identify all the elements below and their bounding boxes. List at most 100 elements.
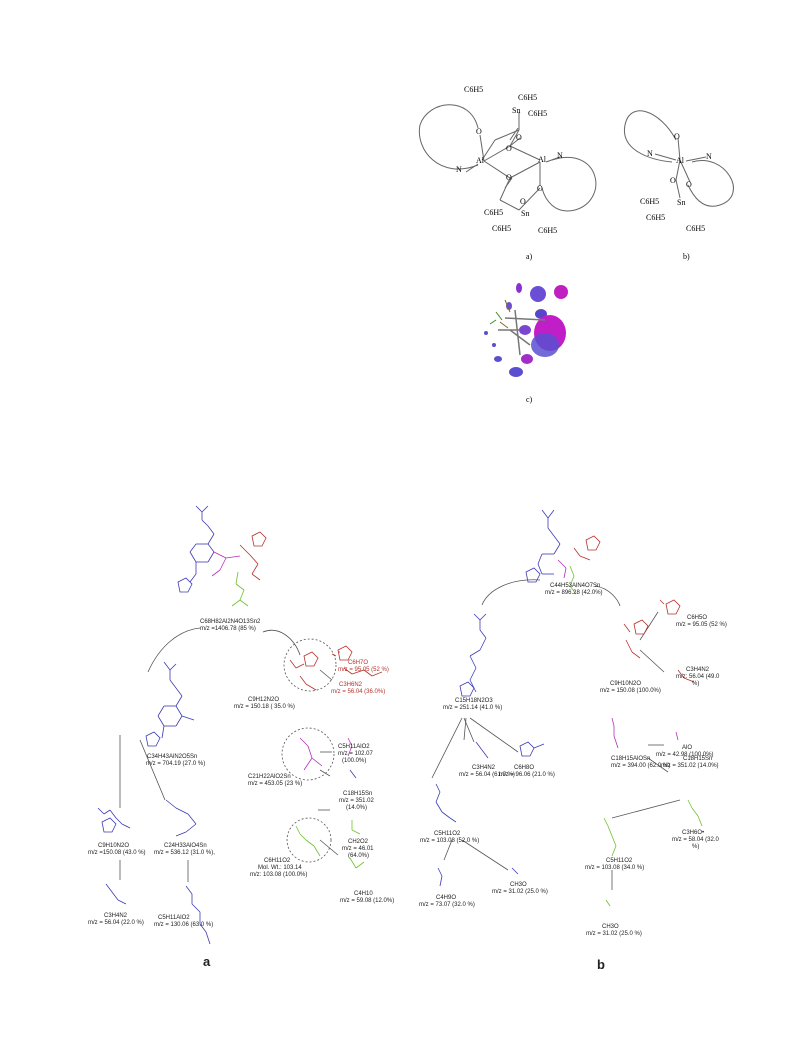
- fragment-mz: m/z = 103.08 (52.0 %): [420, 838, 480, 844]
- fragment-formula: AlO: [682, 745, 693, 751]
- phenyl-label: C6H5: [528, 109, 548, 118]
- oxygen-atom: O: [476, 127, 482, 136]
- fragment-formula: C6H8O: [514, 765, 535, 771]
- scheme-caption-b: b: [597, 957, 605, 972]
- fragment-formula: C4H9O: [436, 895, 457, 901]
- oxygen-atom: O: [686, 180, 692, 189]
- fragment-formula: C5H11O2: [606, 858, 633, 864]
- fragment-formula: CH3O: [510, 882, 527, 888]
- tin-atom: Sn: [677, 198, 686, 207]
- aluminium-atom: Al: [676, 156, 684, 165]
- fragment-formula: C34H43AlN2O5Sn: [147, 754, 198, 760]
- fragment-mz: m/z =150.08 (43.0 %): [88, 850, 146, 856]
- parent-mz: m/z = 896.28 (42.0%): [545, 590, 603, 596]
- fragment-mz: m/z = 56.04 (22.0 %): [88, 920, 144, 926]
- phenyl-label: C6H5: [484, 208, 504, 217]
- fragment-mz: m/z = 704.19 (27.0 %): [146, 761, 206, 767]
- phenyl-label: C6H5: [686, 224, 706, 233]
- phenyl-label: C6H5: [646, 213, 666, 222]
- fragment-mz: m/z = 102.07: [338, 751, 373, 757]
- fragment-pct: %): [692, 844, 700, 850]
- tin-atom: Sn: [521, 209, 530, 218]
- parent-formula: C68H82Al2N4O13Sn2: [200, 619, 261, 625]
- tin-atom: Sn: [512, 106, 521, 115]
- fragment-formula: C6H5O: [687, 615, 708, 621]
- fragment-formula: C5H11AlO2: [158, 915, 190, 921]
- nitrogen-atom: N: [706, 152, 712, 161]
- fragment-formula: C21H22AlO2Sn: [248, 774, 291, 780]
- fragment-formula: C3H6N2: [339, 682, 363, 688]
- fragment-mz: m/z = 536.12 (31.0 %),: [154, 850, 215, 856]
- fragment-mz: m/z = 95.05 (52 %): [676, 622, 727, 628]
- phenyl-label: C6H5: [492, 224, 512, 233]
- oxygen-atom: O: [506, 144, 512, 153]
- fragment-mz: m/z = 46.01: [342, 846, 374, 852]
- fragment-formula: C3H4N2: [686, 667, 710, 673]
- fragment-mz: m/z = 453.05 (23 %): [248, 781, 303, 787]
- oxygen-atom: O: [674, 132, 680, 141]
- fragment-mz: m/z: 56.04 (49.0: [676, 674, 720, 680]
- subfigure-label-b: b): [683, 252, 690, 261]
- fragment-mz: m/z = 58.04 (32.0: [672, 837, 719, 843]
- fragment-mz: m/z = 150.18 ( 35.0 %): [234, 704, 295, 710]
- fragment-pct: %): [692, 681, 700, 687]
- aluminium-atom: Al: [538, 155, 546, 164]
- fragment-formula: CH2O2: [348, 839, 369, 845]
- fragment-mz: m/z = 251.14 (41.0 %): [443, 705, 503, 711]
- fragment-mz: m/z = 150.08 (100.0%): [600, 688, 661, 694]
- fragment-mz: m/z = 394.00 (62.0 %): [611, 763, 671, 769]
- fragment-formula: C3H4N2: [104, 913, 128, 919]
- phenyl-label: C6H5: [640, 197, 660, 206]
- fragment-mw: Mol. Wt.: 103.14: [258, 865, 302, 871]
- fragment-mz: m/z = 95.05 (52 %): [338, 667, 389, 673]
- oxygen-atom: O: [516, 133, 522, 142]
- oxygen-atom: O: [537, 184, 543, 193]
- fragment-mz: m/z = 56.04 (36.0%): [331, 689, 386, 695]
- parent-formula: C44H53AlN4O7Sn: [550, 583, 601, 589]
- phenyl-label: C6H5: [538, 226, 558, 235]
- fragment-formula: C9H12N2O: [248, 697, 280, 703]
- phenyl-label: C6H5: [464, 85, 484, 94]
- parent-mz: m/z =1406.78 (85 %): [200, 626, 256, 632]
- fragment-formula: CH3O: [602, 924, 619, 930]
- oxygen-atom: O: [506, 173, 512, 182]
- fragment-formula: C9H10N2O: [610, 681, 642, 687]
- fragment-pct: (100.0%): [342, 758, 367, 764]
- fragment-mz: m/z = 96.06 (21.0 %): [499, 772, 555, 778]
- fragment-mz: m/z: 103.08 (100.0%): [250, 872, 308, 878]
- fragment-pct: (64.0%): [348, 853, 370, 859]
- scheme-caption-a: a: [203, 954, 211, 969]
- fragment-formula: C18H15AlOSn: [611, 756, 651, 762]
- fragment-mz: m/z = 73.07 (32.0 %): [419, 902, 475, 908]
- fragment-mz: m/z = 42.98 (100.0%): [656, 752, 714, 758]
- fragment-mz: m/z = 351.02 (14.0%): [661, 763, 719, 769]
- fragment-mz: m/z = 56.04 (61.0 %): [459, 772, 515, 778]
- fragment-mz: m/z = 130.06 (63.0 %): [154, 922, 214, 928]
- fragment-formula: C6H7O: [348, 660, 369, 666]
- nitrogen-atom: N: [456, 165, 462, 174]
- fragment-formula: C9H10N2O: [98, 843, 130, 849]
- fragment-formula: C6H11O2: [264, 858, 291, 864]
- subfigure-label-a: a): [526, 252, 533, 261]
- fragment-mz: m/z = 31.02 (25.0 %): [586, 931, 642, 937]
- fragment-mz: m/z = 351.02: [339, 798, 374, 804]
- subfigure-label-c: c): [526, 395, 533, 404]
- oxygen-atom: O: [670, 176, 676, 185]
- nitrogen-atom: N: [647, 149, 653, 158]
- fragment-mz: m/z = 103.08 (34.0 %): [585, 865, 645, 871]
- fragment-formula: C15H18N2O3: [455, 698, 493, 704]
- fragment-formula: C24H33AlO4Sn: [164, 843, 207, 849]
- phenyl-label: C6H5: [518, 93, 538, 102]
- fragment-formula: C3H4N2: [472, 765, 496, 771]
- aluminium-atom: Al: [476, 156, 484, 165]
- fragment-formula: C18H15Sn: [683, 756, 713, 762]
- fragment-formula: C18H15Sn: [343, 791, 373, 797]
- fragment-formula: C5H11O2: [434, 831, 461, 837]
- fragment-formula: C5H11AlO2: [338, 744, 370, 750]
- fragment-formula: C3H6O•: [682, 830, 705, 836]
